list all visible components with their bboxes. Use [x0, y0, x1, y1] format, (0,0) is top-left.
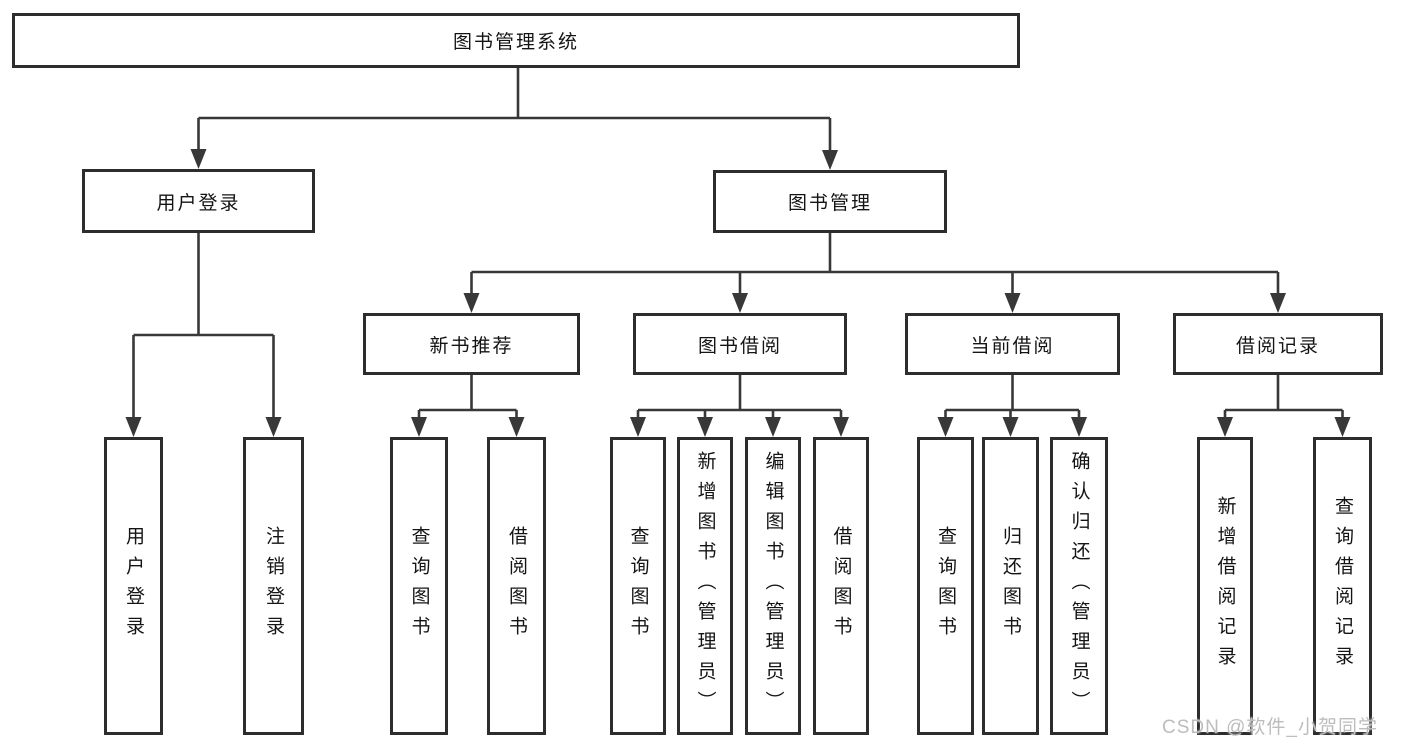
node-root: 图书管理系统 — [12, 13, 1020, 68]
leaf-newbook-borrow-books: 借阅图书 — [487, 437, 546, 735]
node-book-borrow-label: 图书借阅 — [697, 335, 782, 357]
leaf-add-borrow-record-label: 新增借阅记录 — [1214, 496, 1236, 676]
node-book-management: 图书管理 — [713, 170, 947, 233]
node-borrow-records-label: 借阅记录 — [1235, 335, 1320, 357]
node-user-login: 用户登录 — [82, 169, 315, 233]
node-book-borrow: 图书借阅 — [633, 313, 847, 375]
leaf-newbook-query-books-label: 查询图书 — [408, 526, 430, 646]
leaf-logout: 注销登录 — [243, 437, 304, 735]
leaf-add-borrow-record: 新增借阅记录 — [1197, 437, 1253, 735]
leaf-borrow-query-books: 查询图书 — [610, 437, 666, 735]
leaf-query-borrow-record: 查询借阅记录 — [1313, 437, 1372, 735]
leaf-confirm-return-admin-label: 确认归还（管理员） — [1068, 451, 1090, 721]
node-user-login-label: 用户登录 — [156, 192, 241, 214]
leaf-user-login: 用户登录 — [104, 437, 163, 735]
leaf-return-books: 归还图书 — [982, 437, 1039, 735]
leaf-newbook-query-books: 查询图书 — [390, 437, 448, 735]
leaf-borrow-borrow-books-label: 借阅图书 — [830, 526, 852, 646]
leaf-edit-books-admin: 编辑图书（管理员） — [745, 437, 801, 735]
leaf-logout-label: 注销登录 — [263, 526, 284, 646]
node-book-management-label: 图书管理 — [787, 193, 872, 214]
leaf-borrow-borrow-books: 借阅图书 — [813, 437, 869, 735]
node-borrow-records: 借阅记录 — [1173, 313, 1383, 375]
csdn-watermark: CSDN @软件_小贺同学 — [1162, 717, 1378, 738]
leaf-newbook-borrow-books-label: 借阅图书 — [506, 526, 527, 646]
leaf-borrow-query-books-label: 查询图书 — [627, 526, 649, 646]
leaf-current-query-books: 查询图书 — [917, 437, 974, 735]
leaf-current-query-books-label: 查询图书 — [935, 526, 956, 646]
leaf-query-borrow-record-label: 查询借阅记录 — [1332, 496, 1353, 676]
node-new-book-recommend: 新书推荐 — [363, 313, 580, 375]
leaf-add-books-admin-label: 新增图书（管理员） — [694, 451, 716, 721]
leaf-user-login-label: 用户登录 — [123, 526, 144, 646]
node-new-book-recommend-label: 新书推荐 — [429, 335, 514, 357]
node-root-label: 图书管理系统 — [452, 32, 579, 53]
node-current-borrow: 当前借阅 — [905, 313, 1120, 375]
leaf-add-books-admin: 新增图书（管理员） — [677, 437, 733, 735]
leaf-return-books-label: 归还图书 — [1000, 526, 1021, 646]
leaf-confirm-return-admin: 确认归还（管理员） — [1050, 437, 1108, 735]
leaf-edit-books-admin-label: 编辑图书（管理员） — [762, 451, 784, 721]
node-current-borrow-label: 当前借阅 — [970, 335, 1055, 357]
